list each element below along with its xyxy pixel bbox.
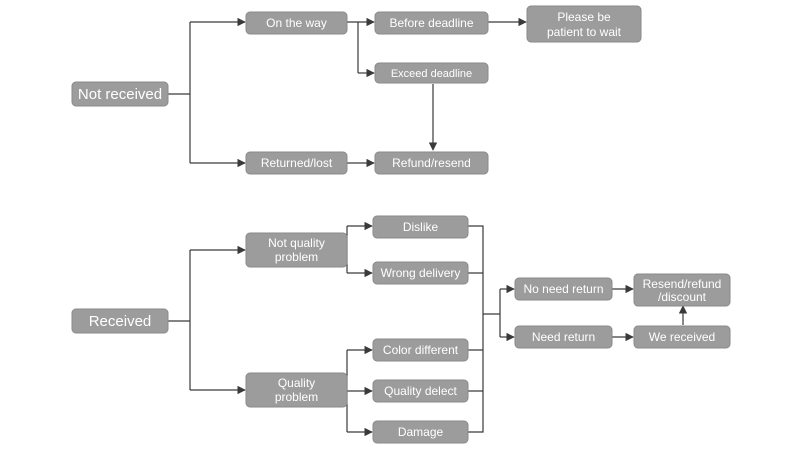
node-damage-label: Damage	[398, 425, 444, 439]
node-exceed-deadline-label: Exceed deadline	[391, 68, 472, 80]
node-wrong-delivery-label: Wrong delivery	[381, 266, 461, 280]
node-quality-defect-label: Quality delect	[384, 384, 457, 398]
node-not-received-label: Not received	[78, 86, 162, 103]
node-before-deadline-label: Before deadline	[389, 16, 473, 30]
node-no-need-return: No need return	[514, 277, 613, 301]
node-need-return: Need return	[514, 325, 613, 349]
node-refund-resend: Refund/resend	[374, 151, 489, 175]
node-we-received-label: We received	[649, 330, 715, 344]
connectors-not-received	[168, 17, 527, 168]
node-before-deadline: Before deadline	[374, 11, 489, 35]
node-returned-lost-label: Returned/lost	[261, 156, 333, 170]
node-not-quality-label-2: problem	[275, 250, 318, 264]
node-dislike: Dislike	[372, 215, 469, 239]
node-color-different-label: Color different	[383, 343, 459, 357]
connectors-received	[168, 221, 688, 437]
node-resend-refund-discount: Resend/refund /discount	[633, 273, 731, 307]
node-wrong-delivery: Wrong delivery	[372, 261, 469, 285]
node-received: Received	[71, 308, 169, 334]
node-please-be-patient-label-2: patient to wait	[547, 25, 622, 39]
node-quality-problem-label-2: problem	[275, 390, 318, 404]
node-we-received: We received	[633, 325, 731, 349]
collector-lower	[468, 349, 484, 433]
node-refund-resend-label: Refund/resend	[392, 156, 471, 170]
node-quality-problem: Quality problem	[245, 372, 348, 408]
node-received-label: Received	[89, 313, 152, 330]
node-on-the-way-label: On the way	[266, 16, 327, 30]
node-exceed-deadline: Exceed deadline	[374, 62, 489, 84]
node-not-quality-problem: Not quality problem	[245, 232, 348, 268]
node-not-quality-label-1: Not quality	[268, 236, 325, 250]
node-resend-refund-label-1: Resend/refund	[643, 277, 722, 291]
node-quality-defect: Quality delect	[372, 379, 469, 403]
node-dislike-label: Dislike	[403, 220, 439, 234]
node-no-need-return-label: No need return	[523, 282, 603, 296]
node-please-be-patient: Please be patient to wait	[526, 5, 642, 43]
node-color-different: Color different	[372, 338, 469, 362]
node-please-be-patient-label-1: Please be	[557, 10, 611, 24]
node-resend-refund-label-2: /discount	[658, 290, 707, 304]
node-need-return-label: Need return	[532, 330, 595, 344]
merge-spine	[483, 289, 501, 337]
node-damage: Damage	[372, 420, 469, 444]
node-quality-problem-label-1: Quality	[278, 376, 315, 390]
node-returned-lost: Returned/lost	[245, 151, 348, 175]
collector-upper	[468, 225, 484, 274]
node-not-received: Not received	[71, 81, 169, 107]
node-on-the-way: On the way	[245, 11, 348, 35]
